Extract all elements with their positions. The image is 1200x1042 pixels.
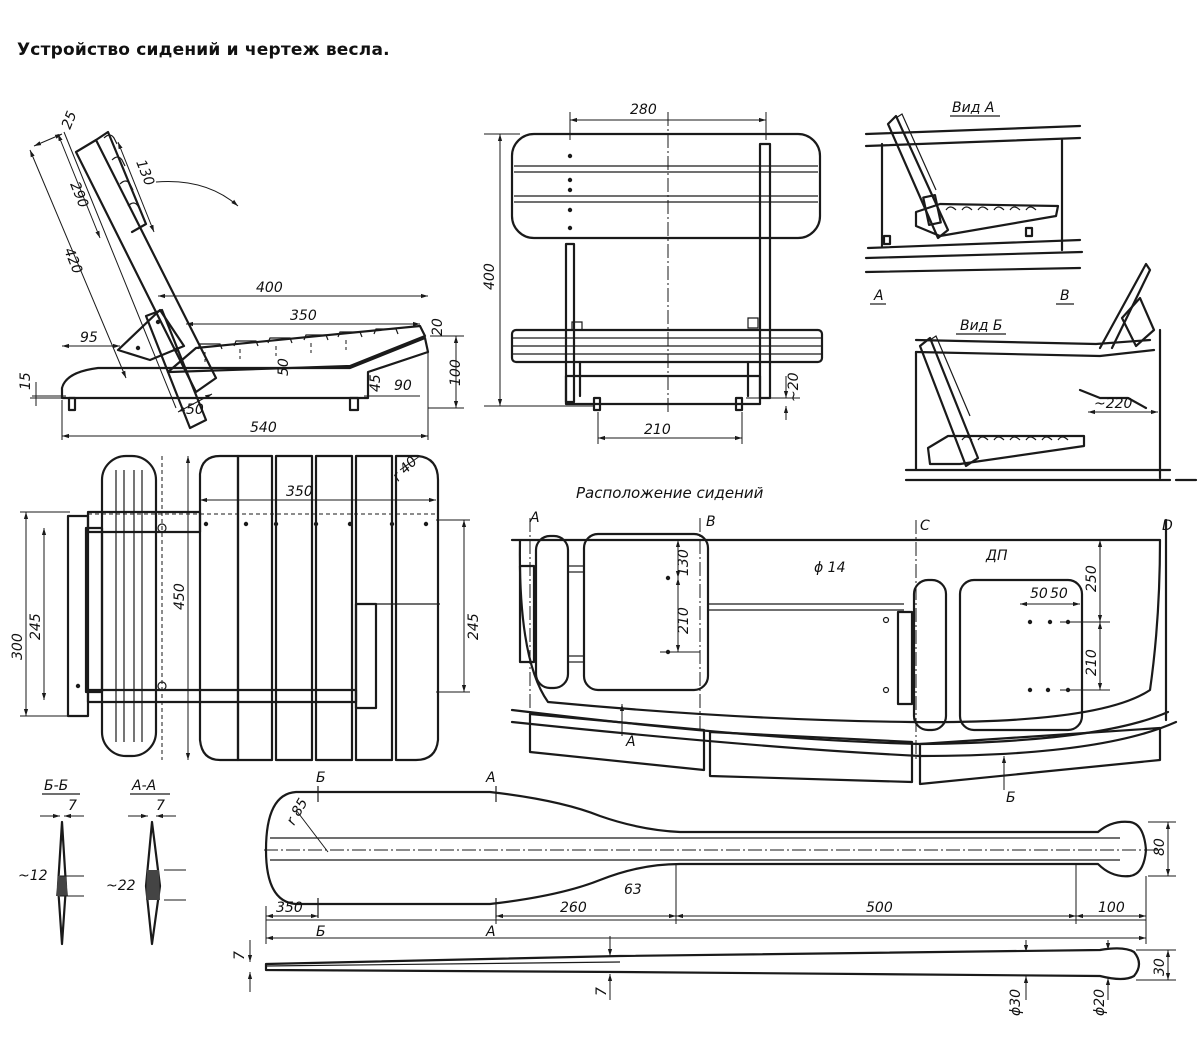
oar-dim-80: 80 <box>1152 838 1168 856</box>
oar-drawing: Б А Б А r 85 63 350 260 500 100 80 7 <box>232 770 1176 1016</box>
dim-450: 450 <box>172 583 188 610</box>
dim-210-layout-right: 210 <box>1084 649 1100 676</box>
layout-mark-a-bottom: А <box>625 734 636 750</box>
dim-45: 45 <box>368 374 384 392</box>
oar-side-profile <box>264 947 1141 981</box>
dim-130-layout: 130 <box>676 549 692 576</box>
oar-mark-b-bottom: Б <box>316 924 326 940</box>
plan-view-seat: r 40 350 450 300 245 245 <box>10 454 482 762</box>
view-a-mark-a: А <box>873 288 884 304</box>
section-aa-dim-22: ~22 <box>106 878 136 894</box>
dim-15: 15 <box>18 372 34 390</box>
seat-left <box>582 532 710 692</box>
dim-300: 300 <box>10 633 26 660</box>
dim-290: 290 <box>66 180 91 211</box>
oar-mark-a-top: А <box>485 770 496 786</box>
dim-25: 25 <box>59 109 81 132</box>
dim-100: 100 <box>448 359 464 386</box>
dim-245-right: 245 <box>466 613 482 640</box>
layout-mark-c: С <box>920 518 930 534</box>
section-aa-dim-7: 7 <box>156 798 165 814</box>
seat-slats-profile <box>166 324 427 374</box>
page-title: Устройство сидений и чертеж весла. <box>17 40 390 60</box>
view-a: Вид А А В <box>864 100 1084 305</box>
section-aa: А-А 7 ~22 <box>106 778 186 946</box>
oar-mark-a-bottom: А <box>485 924 496 940</box>
section-bb-label: Б-Б <box>44 778 68 794</box>
layout-mark-b-bottom: Б <box>1006 790 1016 806</box>
oar-blade-plan <box>264 790 1148 906</box>
dim-20: 20 <box>430 318 446 336</box>
dim-130: 130 <box>132 158 157 189</box>
view-b: Вид Б ~220 <box>904 262 1198 482</box>
side-view-seat: 25 130 290 420 400 350 20 95 15 50 45 90… <box>18 109 464 440</box>
seat-back-left <box>534 534 570 690</box>
dim-90: 90 <box>394 378 412 394</box>
section-bb-dim-12: ~12 <box>18 868 48 884</box>
oar-mark-b-top: Б <box>316 770 326 786</box>
view-a-mark-b: В <box>1060 288 1070 304</box>
section-bb: Б-Б 7 ~12 <box>18 778 84 946</box>
front-view-seat: 280 400 ~20 210 <box>482 102 824 444</box>
dim-phi14: ϕ 14 <box>814 560 846 576</box>
dim-350: 350 <box>290 308 317 324</box>
oar-dim-63: 63 <box>624 882 642 898</box>
dim-210-front: 210 <box>644 422 671 438</box>
layout-mark-dp: ДП <box>985 548 1008 564</box>
dim-220: ~220 <box>1094 396 1133 412</box>
section-bb-dim-7: 7 <box>68 798 77 814</box>
dim-540: 540 <box>250 420 277 436</box>
dim-350-plan: 350 <box>286 484 313 500</box>
oar-dim-phi30: ϕ30 <box>1008 989 1024 1016</box>
layout-mark-b: В <box>706 514 716 530</box>
oar-dim-350: 350 <box>276 900 303 916</box>
layout-mark-a: А <box>529 510 540 526</box>
seat-back-right <box>912 578 948 732</box>
oar-dim-100: 100 <box>1098 900 1125 916</box>
dim-210-layout-left: 210 <box>676 607 692 634</box>
section-bb-profile <box>56 820 68 946</box>
section-aa-profile <box>144 820 162 946</box>
section-aa-label: А-А <box>131 778 156 794</box>
dim-50-a: 50 <box>1030 586 1048 602</box>
layout-label: Расположение сидений <box>576 484 764 502</box>
oar-dim-7-left: 7 <box>232 951 248 960</box>
backrest-plan <box>100 454 158 758</box>
oar-dim-260: 260 <box>560 900 587 916</box>
seat-layout-plan: Расположение сидений А В С D ДП А Б <box>510 484 1178 806</box>
dim-20-front: ~20 <box>786 372 802 402</box>
dim-250-layout: 250 <box>1084 565 1100 592</box>
oar-dim-500: 500 <box>866 900 893 916</box>
backrest-front <box>510 132 822 240</box>
dim-245-left: 245 <box>28 613 44 640</box>
dim-400: 400 <box>256 280 283 296</box>
dim-420: 420 <box>60 246 85 277</box>
oar-dim-7-mid: 7 <box>594 987 610 996</box>
oar-dim-r85: r 85 <box>284 796 312 828</box>
seat-right <box>958 578 1084 732</box>
dim-50-leg: 50 <box>186 402 204 418</box>
view-b-label: Вид Б <box>960 318 1002 334</box>
view-a-label: Вид А <box>952 100 994 116</box>
oar-dim-phi20: ϕ20 <box>1092 989 1108 1016</box>
dim-280: 280 <box>630 102 657 118</box>
layout-mark-d: D <box>1162 518 1173 534</box>
dim-400-front: 400 <box>482 263 498 290</box>
dim-50-b: 50 <box>1050 586 1068 602</box>
dim-50-slat: 50 <box>276 358 292 376</box>
dim-95: 95 <box>80 330 98 346</box>
oar-dim-30: 30 <box>1152 958 1168 976</box>
